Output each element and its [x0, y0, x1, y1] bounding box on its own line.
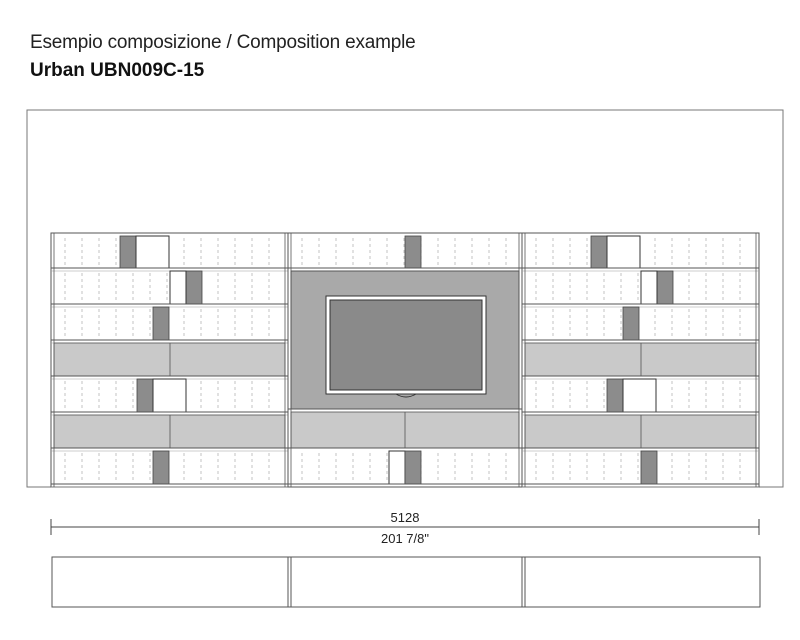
- dark-book: [404, 235, 422, 269]
- drawer-panel: [524, 414, 757, 449]
- dark-book: [606, 378, 624, 413]
- tv-stand: [395, 393, 417, 398]
- white-box: [152, 378, 187, 413]
- plan-outline: [51, 556, 761, 608]
- dark-book: [152, 306, 170, 341]
- dark-book: [622, 306, 640, 341]
- white-box: [169, 270, 187, 305]
- width-inches: 201 7/8": [381, 531, 429, 546]
- model-name: Urban UBN009C-15: [30, 60, 205, 81]
- plan-view: [51, 556, 761, 608]
- bookcase-center-tv: [287, 232, 523, 488]
- dark-book: [152, 450, 170, 485]
- dark-book: [656, 270, 674, 305]
- drawer-panel: [524, 342, 757, 377]
- dark-book: [640, 450, 658, 485]
- white-box: [622, 378, 657, 413]
- width-mm: 5128: [391, 510, 420, 525]
- dark-book: [590, 235, 608, 269]
- white-box: [640, 270, 658, 305]
- drawer-panel: [53, 414, 286, 449]
- width-dimension: 5128 201 7/8": [50, 510, 760, 546]
- drawer-panel: [53, 342, 286, 377]
- bookcase-left: [50, 232, 289, 488]
- white-box: [606, 235, 641, 269]
- dark-book: [185, 270, 203, 305]
- white-box: [388, 450, 406, 485]
- white-box: [135, 235, 170, 269]
- tv-screen: [329, 299, 483, 391]
- composition-subtitle: Esempio composizione / Composition examp…: [30, 32, 416, 53]
- dark-book: [119, 235, 137, 269]
- bookcase-right: [521, 232, 760, 488]
- dark-book: [404, 450, 422, 485]
- dark-book: [136, 378, 154, 413]
